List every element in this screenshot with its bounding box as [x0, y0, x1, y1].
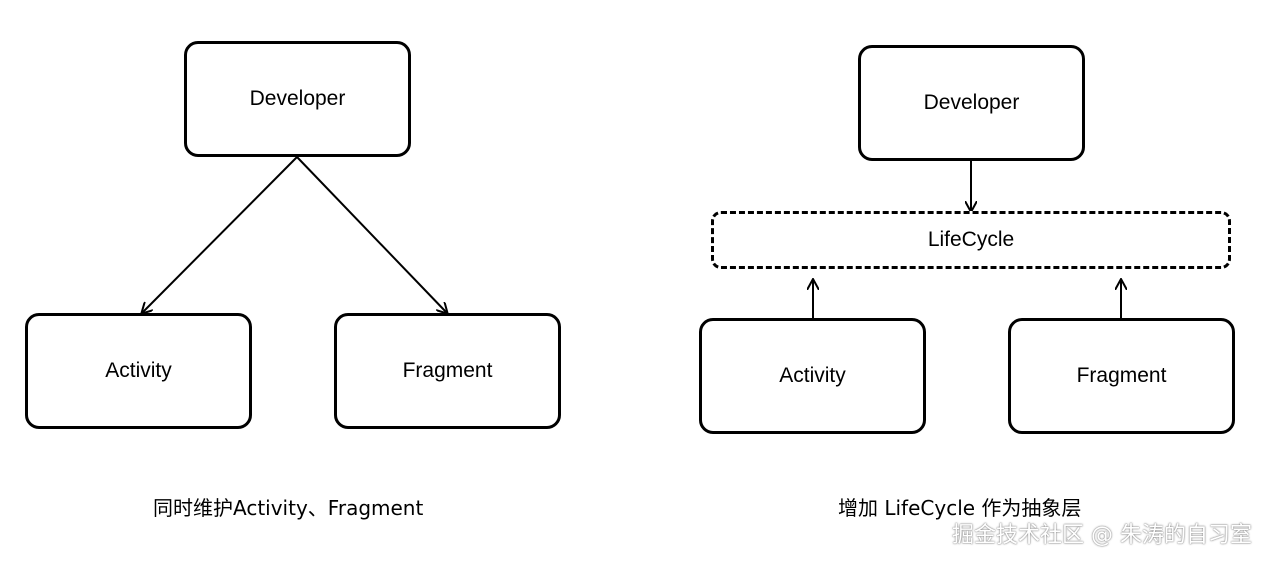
lifecycle-layer: LifeCycle [711, 211, 1231, 269]
arrow-developer-to-activity [142, 156, 298, 313]
right-caption: 增加 LifeCycle 作为抽象层 [838, 496, 1082, 520]
right-developer-node: Developer [858, 45, 1085, 161]
arrow-developer-to-fragment [296, 156, 447, 313]
left-activity-node: Activity [25, 313, 252, 429]
left-fragment-node: Fragment [334, 313, 561, 429]
left-developer-node: Developer [184, 41, 411, 157]
watermark: 掘金技术社区 @ 朱涛的自习室 [952, 523, 1252, 548]
left-caption: 同时维护Activity、Fragment [153, 496, 424, 520]
right-fragment-node: Fragment [1008, 318, 1235, 434]
right-activity-node: Activity [699, 318, 926, 434]
